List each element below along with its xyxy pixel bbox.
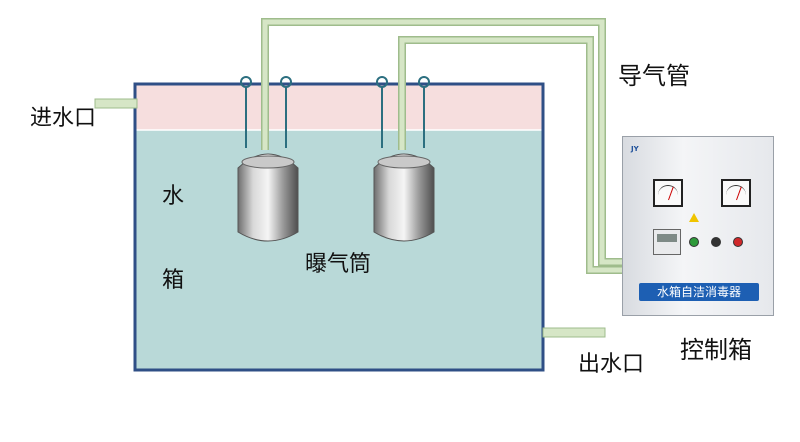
water-tank — [133, 82, 545, 372]
control-box-label: 控制箱 — [680, 336, 752, 364]
tank-outline — [133, 82, 545, 372]
start-button[interactable] — [689, 237, 699, 247]
outlet-pipe — [542, 327, 606, 338]
inlet-pipe — [94, 98, 138, 109]
aerator-label: 曝气筒 — [305, 252, 372, 277]
suspension-wires — [240, 76, 430, 148]
outlet-label: 出水口 — [578, 352, 645, 377]
brand-logo: JY — [631, 145, 639, 153]
tank-water — [135, 130, 543, 370]
tank-air-gap — [135, 84, 543, 130]
stop-button[interactable] — [733, 237, 743, 247]
aerator-cylinder-right — [373, 153, 435, 242]
air-pipe-label: 导气管 — [618, 62, 690, 90]
inlet-label: 进水口 — [30, 106, 97, 131]
tank-label-2: 箱 — [162, 268, 185, 293]
control-box: JY 水箱自洁消毒器 — [622, 136, 774, 316]
aerator-cylinder-left — [237, 153, 299, 242]
timer-display — [653, 229, 681, 255]
tank-label-1: 水 — [162, 184, 185, 209]
voltmeter-gauge — [721, 179, 751, 207]
selector-knob[interactable] — [711, 237, 721, 247]
air-pipe-inner — [398, 36, 626, 274]
air-pipe-outer — [261, 18, 626, 266]
warning-icon — [689, 213, 699, 222]
device-nameplate: 水箱自洁消毒器 — [639, 283, 759, 301]
ammeter-gauge — [653, 179, 683, 207]
